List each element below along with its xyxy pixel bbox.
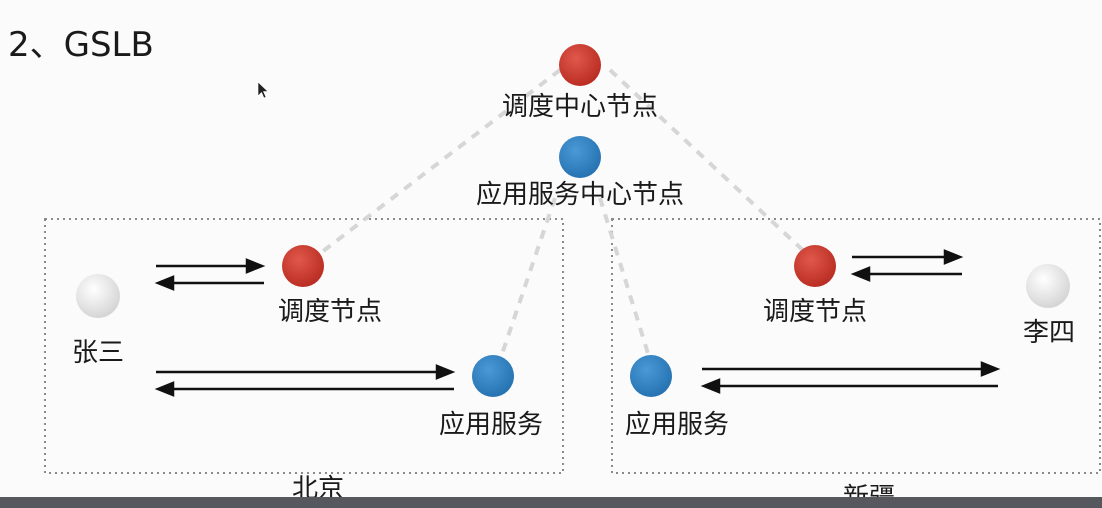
xinjiang-app-node [630, 355, 672, 397]
xinjiang-dispatch-label: 调度节点 [763, 297, 867, 327]
connector-center-to-xinjiang-dispatch [608, 68, 810, 257]
beijing-user-label: 张三 [72, 338, 124, 368]
xinjiang-dispatch-node [794, 245, 836, 287]
center-app-node [559, 136, 601, 178]
xinjiang-user-label: 李四 [1023, 318, 1075, 348]
beijing-user-node [76, 274, 120, 318]
center-app-label: 应用服务中心节点 [476, 180, 684, 210]
bottom-bar [0, 497, 1102, 508]
beijing-dispatch-label: 调度节点 [278, 297, 382, 327]
xinjiang-app-label: 应用服务 [625, 410, 729, 440]
region-box-xinjiang [611, 218, 1101, 474]
region-box-beijing [44, 218, 564, 474]
connector-center-to-xinjiang-app [598, 197, 652, 361]
beijing-request-arrows [154, 258, 456, 397]
center-dispatch-label: 调度中心节点 [502, 92, 658, 122]
page-title: 2、GSLB [8, 25, 154, 65]
xinjiang-request-arrows [700, 249, 1001, 394]
connector-center-to-beijing-app [498, 197, 557, 361]
xinjiang-user-node [1026, 264, 1070, 308]
center-dispatch-node [559, 44, 601, 86]
beijing-app-node [472, 355, 514, 397]
beijing-dispatch-node [282, 245, 324, 287]
beijing-app-label: 应用服务 [439, 410, 543, 440]
connector-lines [316, 68, 810, 361]
mouse-cursor-icon [257, 81, 269, 99]
